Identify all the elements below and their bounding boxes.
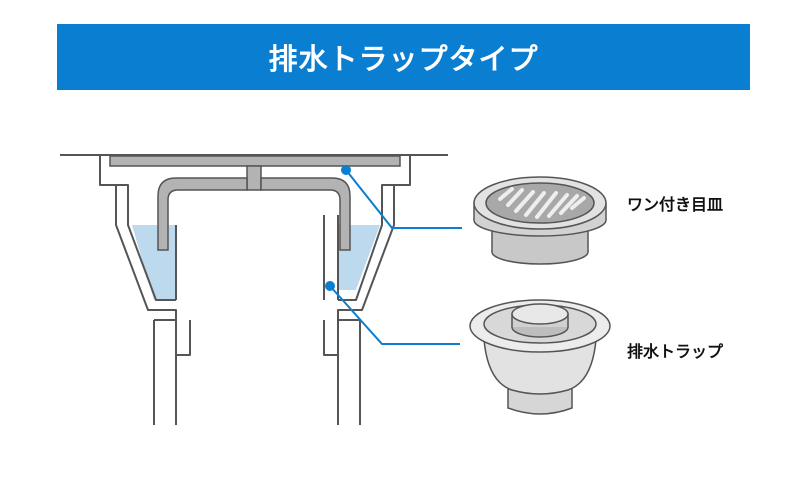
water-left (132, 225, 176, 300)
grate-plate (109, 155, 401, 167)
title-banner: 排水トラップタイプ (57, 24, 750, 90)
bell-cup-left (157, 177, 248, 251)
callout-trap (325, 281, 460, 345)
callout-cover (341, 165, 462, 229)
cover-label: ワン付き目皿 (627, 195, 724, 214)
trap-label: 排水トラップ (627, 342, 724, 361)
drain-cover-icon (473, 176, 607, 265)
trap-body (99, 155, 411, 425)
bell-cup-right (260, 177, 351, 251)
page-title: 排水トラップタイプ (268, 42, 539, 76)
grate-center-stem (246, 165, 262, 191)
drain-trap-icon (469, 299, 611, 415)
